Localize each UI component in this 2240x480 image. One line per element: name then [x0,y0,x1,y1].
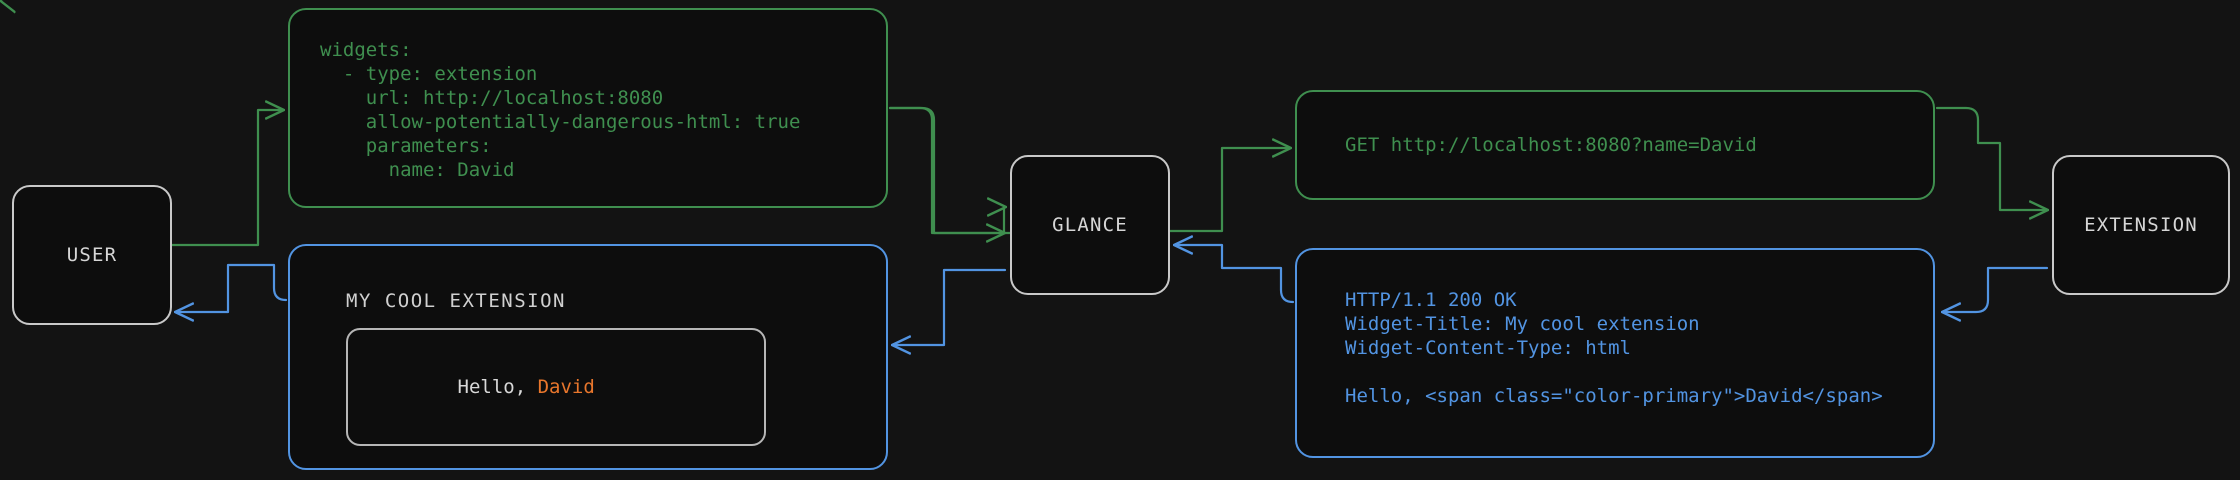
node-glance[interactable]: GLANCE [1010,155,1170,295]
node-user[interactable]: USER [12,185,172,325]
response-message-box: HTTP/1.1 200 OK Widget-Title: My cool ex… [1295,248,1935,458]
edge-request-to-extension [1935,106,2047,210]
edge-glance-to-widget [893,268,1007,345]
rendered-widget-title: MY COOL EXTENSION [346,290,566,312]
rendered-widget-frame: Hello, David [346,328,766,446]
response-message-text: HTTP/1.1 200 OK Widget-Title: My cool ex… [1345,289,1883,407]
rendered-widget-box: MY COOL EXTENSION Hello, David [288,244,888,470]
edge-config-to-glance-b [888,106,1004,233]
edge-glance-to-request [1168,148,1290,233]
config-message-text: widgets: - type: extension url: http://l… [320,39,801,181]
edge-config-to-glance-c [1004,207,1005,235]
node-extension-label: EXTENSION [2084,214,2198,236]
edge-response-to-glance [1175,245,1295,304]
edge-widget-to-user [176,263,288,312]
greeting-name: David [537,376,595,398]
edge-extension-to-response [1943,266,2049,312]
node-extension[interactable]: EXTENSION [2052,155,2230,295]
rendered-widget-greeting: Hello, David [366,354,595,420]
config-message-box: widgets: - type: extension url: http://l… [288,8,888,208]
request-message-box: GET http://localhost:8080?name=David [1295,90,1935,200]
request-message-text: GET http://localhost:8080?name=David [1345,134,1757,156]
edge-user-to-config [170,110,283,247]
node-glance-label: GLANCE [1052,214,1128,236]
greeting-prefix: Hello, [457,376,538,398]
node-user-label: USER [66,244,118,266]
